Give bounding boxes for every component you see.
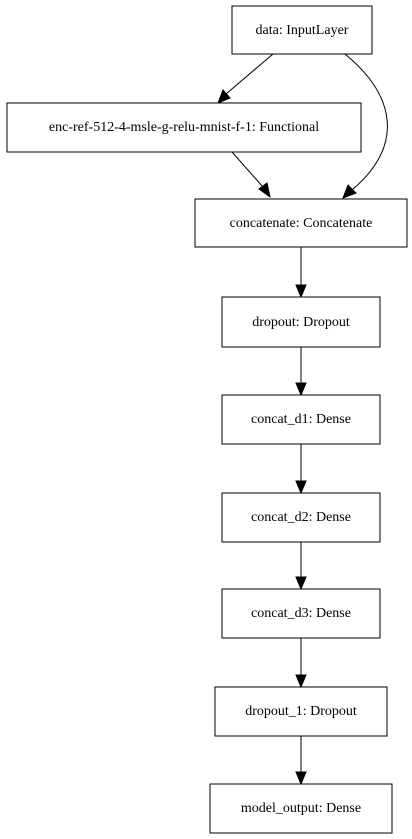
node-label: enc-ref-512-4-msle-g-relu-mnist-f-1: Fun…: [49, 120, 319, 135]
node-concat-d3: concat_d3: Dense: [221, 588, 381, 639]
node-label: data: InputLayer: [256, 23, 349, 38]
node-label: concat_d2: Dense: [251, 510, 351, 525]
node-concat-d2: concat_d2: Dense: [221, 492, 381, 543]
node-label: concat_d3: Dense: [251, 606, 351, 621]
arrowhead-model-output: [295, 771, 307, 786]
node-data-input-layer: data: InputLayer: [231, 5, 373, 55]
node-label: model_output: Dense: [241, 801, 361, 816]
edge-enc-to-concatenate: [231, 151, 264, 188]
edge-data-to-concatenate: [344, 53, 388, 191]
arrowhead-concatenate-left: [258, 182, 271, 199]
arrowhead-concatenate-right: [342, 184, 357, 199]
arrowhead-dropout: [295, 284, 307, 299]
node-label: concatenate: Concatenate: [230, 216, 373, 231]
node-concatenate: concatenate: Concatenate: [194, 198, 408, 248]
node-encoder-functional: enc-ref-512-4-msle-g-relu-mnist-f-1: Fun…: [6, 102, 362, 153]
edges: [217, 53, 388, 786]
node-model-output: model_output: Dense: [209, 783, 393, 834]
arrowhead-concat-d1: [295, 382, 307, 397]
node-dropout-1: dropout_1: Dropout: [214, 686, 388, 737]
arrowhead-concat-d2: [295, 480, 307, 495]
node-concat-d1: concat_d1: Dense: [221, 394, 381, 445]
arrowhead-concat-d3: [295, 576, 307, 591]
node-dropout: dropout: Dropout: [221, 296, 381, 348]
node-label: dropout: Dropout: [252, 315, 350, 330]
node-label: concat_d1: Dense: [251, 412, 351, 427]
node-label: dropout_1: Dropout: [245, 704, 357, 719]
edge-data-to-enc: [225, 53, 274, 95]
arrowhead-dropout-1: [295, 674, 307, 689]
arrowhead-enc: [217, 89, 231, 104]
